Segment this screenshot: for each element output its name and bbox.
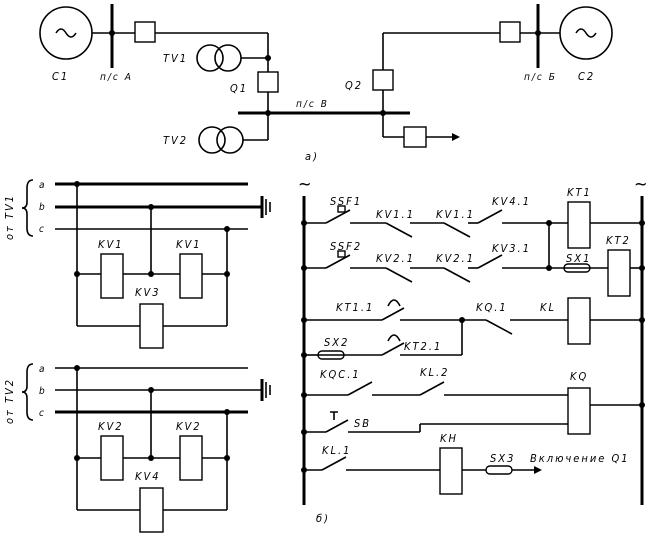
contact-kt11 [381, 307, 405, 321]
label-kt21: KT2.1 [404, 340, 442, 353]
brace-tv1 [21, 179, 34, 237]
phase-c-tv2: c [39, 408, 46, 419]
label-kv21a: KV2.1 [376, 252, 415, 265]
label-switch-on-q1: Включение Q1 [530, 452, 630, 465]
ground-icon [260, 196, 271, 218]
contact-kl1 [321, 456, 347, 471]
label-kq1: KQ.1 [476, 301, 508, 314]
label-sb: SB [354, 417, 371, 430]
caption-b: б) [316, 512, 330, 525]
label-kt2: KT2 [606, 234, 631, 247]
pushbutton-sb [325, 419, 349, 433]
label-from-tv2: от TV2 [3, 378, 16, 424]
label-sx1: SX1 [566, 252, 591, 265]
relay-kh [439, 447, 463, 495]
label-kv2-right: KV2 [176, 420, 202, 433]
label-sx3: SX3 [490, 452, 515, 465]
indicator-sx3 [485, 465, 513, 475]
label-kv1-left: KV1 [98, 238, 124, 251]
breaker-q2 [372, 69, 394, 91]
label-kq: KQ [570, 370, 588, 383]
label-kv31: KV3.1 [492, 242, 531, 255]
label-kv1-right: KV1 [176, 238, 202, 251]
breaker-q1 [257, 71, 279, 93]
arrow-right-icon [452, 133, 460, 141]
relay-kv4 [139, 487, 164, 533]
transformer-tv2-symbol [198, 126, 226, 154]
label-tv1: TV1 [163, 52, 188, 65]
relay-kv1-right [179, 253, 203, 299]
label-kt11: KT1.1 [336, 301, 374, 314]
brace-tv2 [21, 363, 34, 421]
label-c2: С2 [578, 70, 595, 83]
one-line-diagram: С1 п/с А TV1 Q1 п/с В Q2 TV2 а) п/с Б С2 [39, 4, 613, 163]
contact-kt21 [381, 342, 405, 356]
relay-kt2 [607, 249, 631, 297]
relay-kl [567, 297, 591, 345]
sine-icon [55, 28, 77, 38]
sine-icon [575, 28, 597, 38]
transformer-tv1-symbol [196, 44, 224, 72]
label-sx2: SX2 [324, 336, 349, 349]
caption-a: а) [305, 150, 319, 163]
relay-kv3 [139, 303, 164, 349]
contact-kl2 [419, 381, 445, 396]
label-kv41: KV4.1 [492, 195, 531, 208]
label-kv11b: KV1.1 [436, 208, 475, 221]
relay-kv2-right [179, 435, 203, 481]
label-kl: KL [540, 301, 556, 314]
ac-right-icon: ~ [634, 174, 650, 195]
label-sub-v: п/с В [296, 99, 329, 110]
label-c1: С1 [52, 70, 69, 83]
relay-kv1-left [100, 253, 124, 299]
switch-ssf2 [325, 254, 351, 269]
label-ssf2: SSF2 [330, 240, 362, 253]
label-q1: Q1 [230, 82, 248, 95]
label-kv21b: KV2.1 [436, 252, 475, 265]
phase-a-tv1: a [39, 180, 47, 191]
phase-b-tv1: b [39, 202, 47, 213]
label-from-tv1: от TV1 [3, 194, 16, 240]
generator-c2-symbol [559, 6, 613, 60]
ground-icon [260, 379, 271, 401]
load-box [403, 126, 427, 148]
phase-c-tv1: c [39, 224, 46, 235]
label-q2: Q2 [345, 79, 363, 92]
label-kv2-left: KV2 [98, 420, 124, 433]
label-kv4: KV4 [135, 470, 161, 483]
label-kv3: KV3 [135, 286, 161, 299]
relay-kt1 [567, 201, 591, 249]
label-sub-a: п/с А [100, 72, 133, 83]
contact-kqc1 [347, 381, 373, 396]
breaker-right [499, 21, 521, 43]
relay-kq [567, 387, 591, 435]
switch-ssf1 [325, 209, 351, 224]
relay-kv2-left [100, 435, 124, 481]
label-kv11a: KV1.1 [376, 208, 415, 221]
label-ssf1: SSF1 [330, 195, 362, 208]
arrow-right-icon [534, 466, 542, 474]
label-kl2: KL.2 [420, 366, 449, 379]
control-circuit: ~ ~ [298, 174, 650, 525]
label-kqc1: KQC.1 [320, 368, 361, 381]
breaker-left [134, 21, 156, 43]
phase-a-tv2: a [39, 364, 47, 375]
ac-left-icon: ~ [298, 174, 314, 195]
label-kh: KH [440, 432, 458, 445]
label-tv2: TV2 [163, 134, 188, 147]
voltage-panel-tv2: от TV2 a b c KV2 KV2 KV4 [3, 363, 271, 533]
phase-b-tv2: b [39, 386, 47, 397]
label-kl1: KL.1 [322, 444, 351, 457]
label-kt1: KT1 [567, 186, 592, 199]
voltage-panel-tv1: от TV1 a b c KV1 KV1 KV3 [3, 179, 271, 349]
label-sub-b: п/с Б [524, 72, 557, 83]
